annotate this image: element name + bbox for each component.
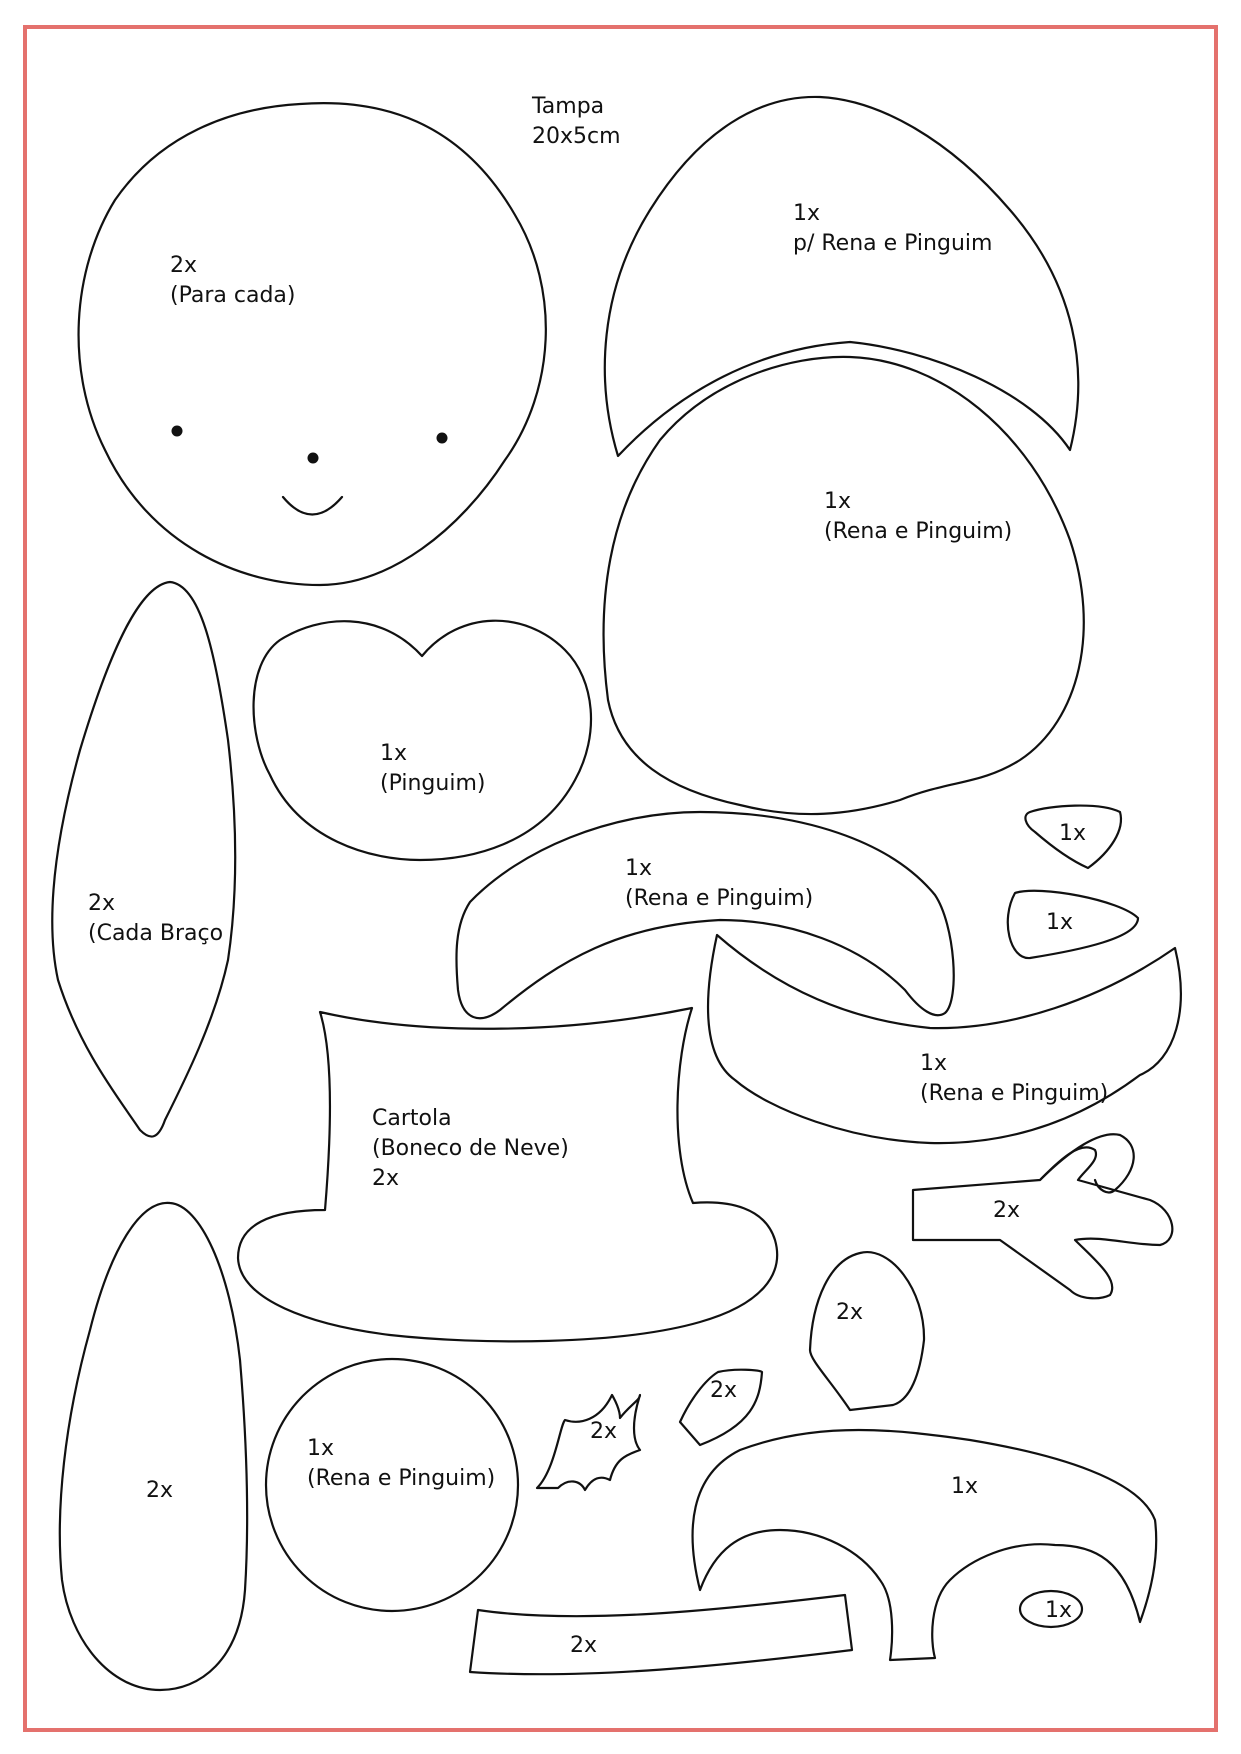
ear-piece: 2x bbox=[808, 1250, 926, 1412]
foot-outline bbox=[58, 1201, 249, 1692]
beak-top-piece: 1x bbox=[1024, 804, 1123, 870]
circle-note: (Rena e Pinguim) bbox=[307, 1466, 495, 1491]
hat-count: 2x bbox=[372, 1166, 399, 1191]
beak-top-label: 1x bbox=[1059, 821, 1086, 846]
eye-left bbox=[171, 425, 183, 437]
hair-label: 1x bbox=[951, 1474, 978, 1499]
hat-title: Cartola bbox=[372, 1106, 452, 1131]
antler-tip bbox=[1038, 1133, 1135, 1194]
beak-bottom-label: 1x bbox=[1046, 910, 1073, 935]
band-upper-piece: 1x (Rena e Pinguim) bbox=[455, 810, 955, 1020]
circle-outline bbox=[264, 1357, 520, 1613]
eye-right bbox=[436, 432, 448, 444]
strip-outline bbox=[468, 1593, 854, 1676]
antler-label: 2x bbox=[993, 1198, 1020, 1223]
crescent-piece: 1x p/ Rena e Pinguim bbox=[603, 95, 1080, 458]
nose-piece: 1x bbox=[1018, 1589, 1084, 1629]
face-count: 1x bbox=[380, 741, 407, 766]
arm-outline bbox=[51, 580, 237, 1138]
small-leaf-outline bbox=[678, 1368, 764, 1447]
body-note: (Rena e Pinguim) bbox=[824, 519, 1012, 544]
body-count: 1x bbox=[824, 489, 851, 514]
antler-piece: 2x bbox=[911, 1133, 1174, 1300]
ear-outline bbox=[808, 1250, 926, 1412]
band-upper-note: (Rena e Pinguim) bbox=[625, 886, 813, 911]
page-border bbox=[23, 25, 1218, 1732]
circle-count: 1x bbox=[307, 1436, 334, 1461]
beak-bottom-piece: 1x bbox=[1006, 889, 1140, 960]
crescent-note: p/ Rena e Pinguim bbox=[793, 231, 992, 256]
band-lower-outline bbox=[707, 933, 1182, 1145]
head-outline bbox=[77, 102, 547, 587]
face-note: (Pinguim) bbox=[380, 771, 485, 796]
body-piece: 1x (Rena e Pinguim) bbox=[602, 355, 1085, 816]
band-lower-note: (Rena e Pinguim) bbox=[920, 1081, 1108, 1106]
hat-outline bbox=[236, 1006, 779, 1343]
head-note: (Para cada) bbox=[170, 283, 295, 308]
holly-outline bbox=[535, 1393, 642, 1492]
holly-piece: 2x bbox=[535, 1393, 642, 1492]
hair-piece: 1x bbox=[691, 1428, 1158, 1662]
foot-piece: 2x bbox=[58, 1201, 249, 1692]
mouth-smile bbox=[281, 495, 344, 516]
band-lower-count: 1x bbox=[920, 1051, 947, 1076]
antler-outline bbox=[911, 1146, 1174, 1300]
crescent-outline bbox=[603, 95, 1080, 458]
strip-piece: 2x bbox=[468, 1593, 854, 1676]
holly-label: 2x bbox=[590, 1419, 617, 1444]
small-leaf-piece: 2x bbox=[678, 1368, 764, 1447]
head-count: 2x bbox=[170, 253, 197, 278]
beak-bottom-outline bbox=[1006, 889, 1140, 960]
header-title: Tampa bbox=[531, 94, 604, 119]
arm-count: 2x bbox=[88, 891, 115, 916]
strip-label: 2x bbox=[570, 1633, 597, 1658]
beak-top-outline bbox=[1024, 804, 1123, 870]
small-leaf-label: 2x bbox=[710, 1378, 737, 1403]
face-outline bbox=[252, 619, 593, 862]
hair-outline bbox=[691, 1428, 1158, 1662]
header-size: 20x5cm bbox=[532, 124, 621, 149]
head-piece: 2x (Para cada) bbox=[77, 102, 547, 587]
face-piece: 1x (Pinguim) bbox=[252, 619, 593, 862]
arm-piece: 2x (Cada Braço bbox=[51, 580, 237, 1138]
nose-dot bbox=[307, 452, 319, 464]
band-upper-outline bbox=[455, 810, 955, 1020]
ear-label: 2x bbox=[836, 1300, 863, 1325]
band-upper-count: 1x bbox=[625, 856, 652, 881]
band-lower-piece: 1x (Rena e Pinguim) bbox=[707, 933, 1182, 1145]
body-outline bbox=[602, 355, 1085, 816]
circle-piece: 1x (Rena e Pinguim) bbox=[264, 1357, 520, 1613]
hat-note: (Boneco de Neve) bbox=[372, 1136, 569, 1161]
nose-outline bbox=[1018, 1589, 1084, 1629]
foot-label: 2x bbox=[146, 1478, 173, 1503]
arm-note: (Cada Braço bbox=[88, 921, 223, 946]
hat-piece: Cartola (Boneco de Neve) 2x bbox=[236, 1006, 779, 1343]
crescent-count: 1x bbox=[793, 201, 820, 226]
nose-label: 1x bbox=[1045, 1598, 1072, 1623]
